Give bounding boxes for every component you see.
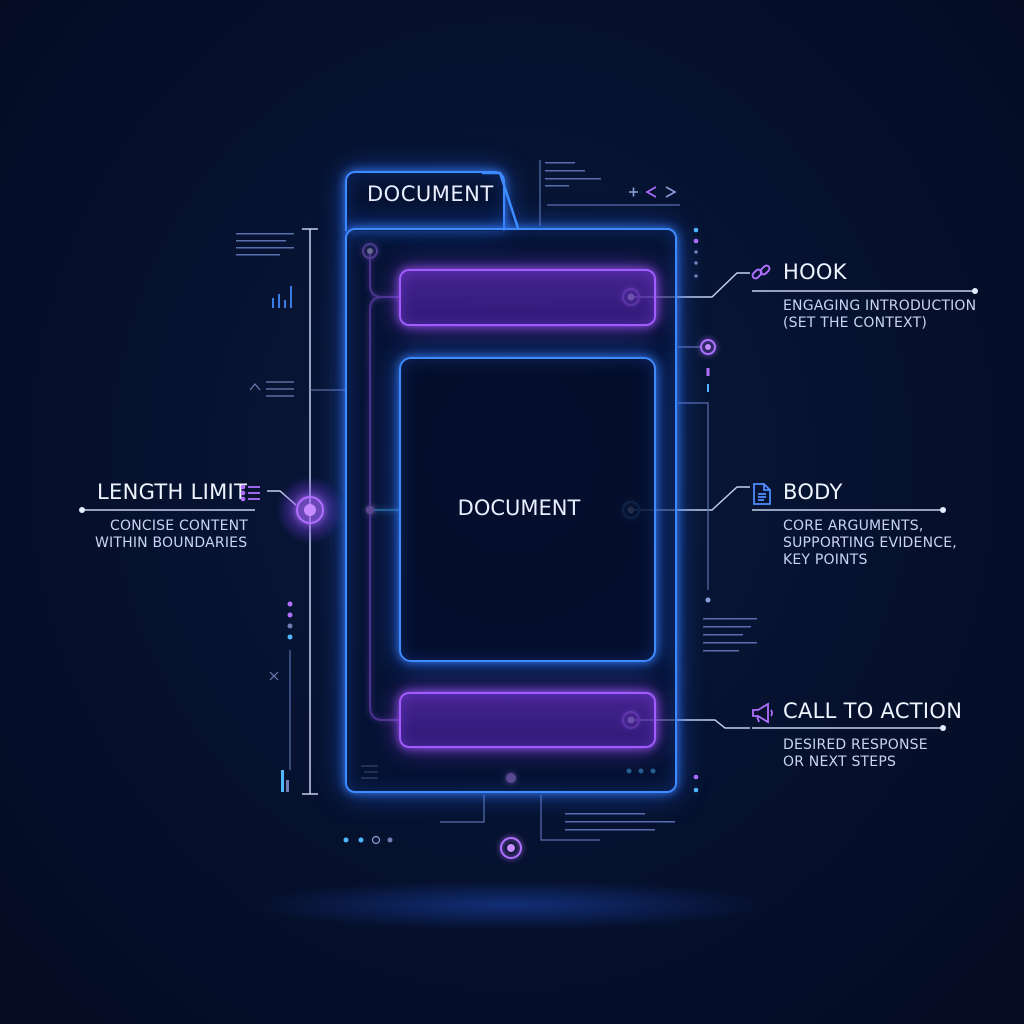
cta-section-box[interactable] [399, 692, 656, 748]
body-section-box[interactable] [399, 357, 656, 662]
cta-desc-line2: OR NEXT STEPS [783, 754, 897, 770]
body-desc-line3: KEY POINTS [783, 552, 868, 568]
hook-section-box[interactable] [399, 269, 656, 326]
tab-slant [482, 171, 520, 229]
right-deco [289, 160, 709, 841]
hook-title: HOOK [783, 260, 847, 284]
document-icon [753, 483, 771, 505]
body-desc-line2: SUPPORTING EVIDENCE, [783, 535, 957, 551]
cta-title: CALL TO ACTION [783, 699, 963, 723]
code-ticks [236, 162, 757, 831]
cta-description: DESIRED RESPONSE OR NEXT STEPS [783, 737, 928, 771]
length-limit-desc-line1: CONCISE CONTENT [110, 518, 249, 534]
hook-desc-line2: (SET THE CONTEXT) [783, 315, 927, 331]
floor-glow [250, 880, 770, 930]
link-icon [751, 264, 771, 280]
hook-description: ENGAGING INTRODUCTION (SET THE CONTEXT) [783, 298, 976, 332]
mini-bars-low [281, 770, 289, 792]
length-limit-title: LENGTH LIMIT [97, 480, 248, 504]
body-title: BODY [783, 480, 843, 504]
body-description: CORE ARGUMENTS, SUPPORTING EVIDENCE, KEY… [783, 518, 957, 569]
document-tab [345, 171, 505, 231]
mini-bars [272, 286, 292, 308]
length-limit-desc-line2: WITHIN BOUNDARIES [95, 535, 248, 551]
list-icon [240, 484, 260, 502]
body-desc-line1: CORE ARGUMENTS, [783, 518, 924, 534]
megaphone-icon [752, 702, 773, 724]
document-center-label: DOCUMENT [457, 496, 581, 520]
cta-desc-line1: DESIRED RESPONSE [783, 737, 928, 753]
hook-desc-line1: ENGAGING INTRODUCTION [783, 298, 977, 314]
length-limit-description: CONCISE CONTENT WITHIN BOUNDARIES [95, 518, 248, 552]
document-tab-label: DOCUMENT [367, 182, 494, 206]
